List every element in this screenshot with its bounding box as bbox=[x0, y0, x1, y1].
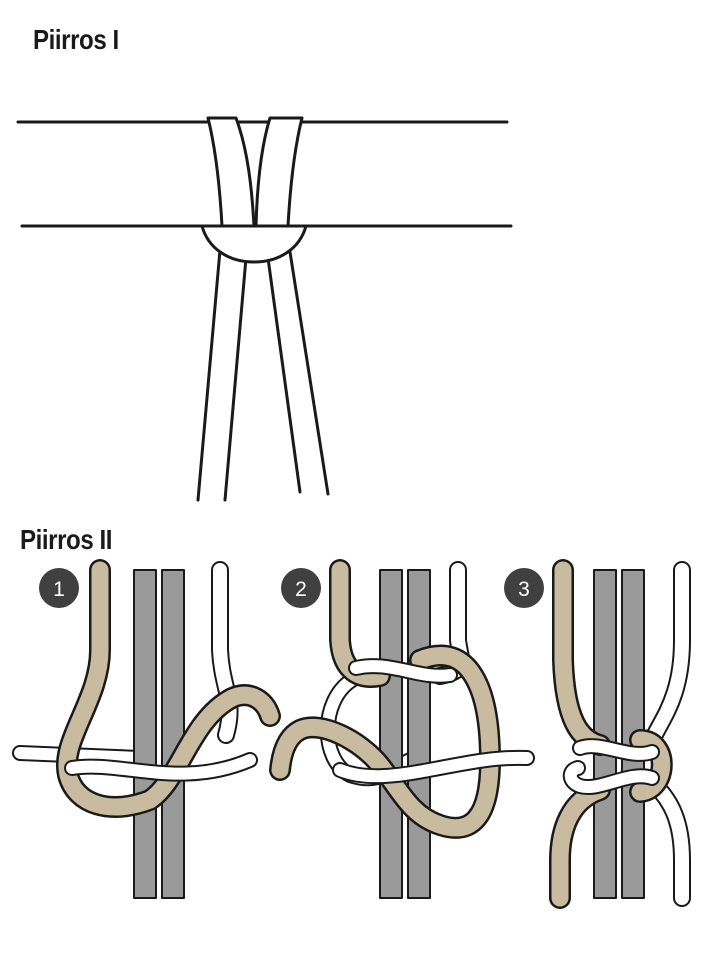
step-3-number: 3 bbox=[518, 578, 530, 601]
step-3-badge: 3 bbox=[504, 568, 544, 608]
cord-collar bbox=[200, 224, 308, 264]
step-2-number: 2 bbox=[295, 578, 307, 601]
step-3-diagram bbox=[549, 559, 691, 909]
figure-2-title: Piirros II bbox=[20, 524, 113, 555]
step-1-number: 1 bbox=[53, 578, 65, 601]
step-2-diagram bbox=[269, 559, 535, 899]
cord-loop-left bbox=[206, 116, 256, 228]
step-1-diagram bbox=[12, 559, 281, 899]
figure-1-title: Piirros I bbox=[33, 24, 119, 55]
hanging-cord-right bbox=[266, 250, 330, 496]
hanging-cord-left bbox=[196, 248, 248, 502]
step-2-badge: 2 bbox=[281, 568, 321, 608]
figure-1-larks-head bbox=[16, 116, 513, 502]
cord-loop-right bbox=[254, 116, 304, 228]
step-1-badge: 1 bbox=[39, 568, 79, 608]
